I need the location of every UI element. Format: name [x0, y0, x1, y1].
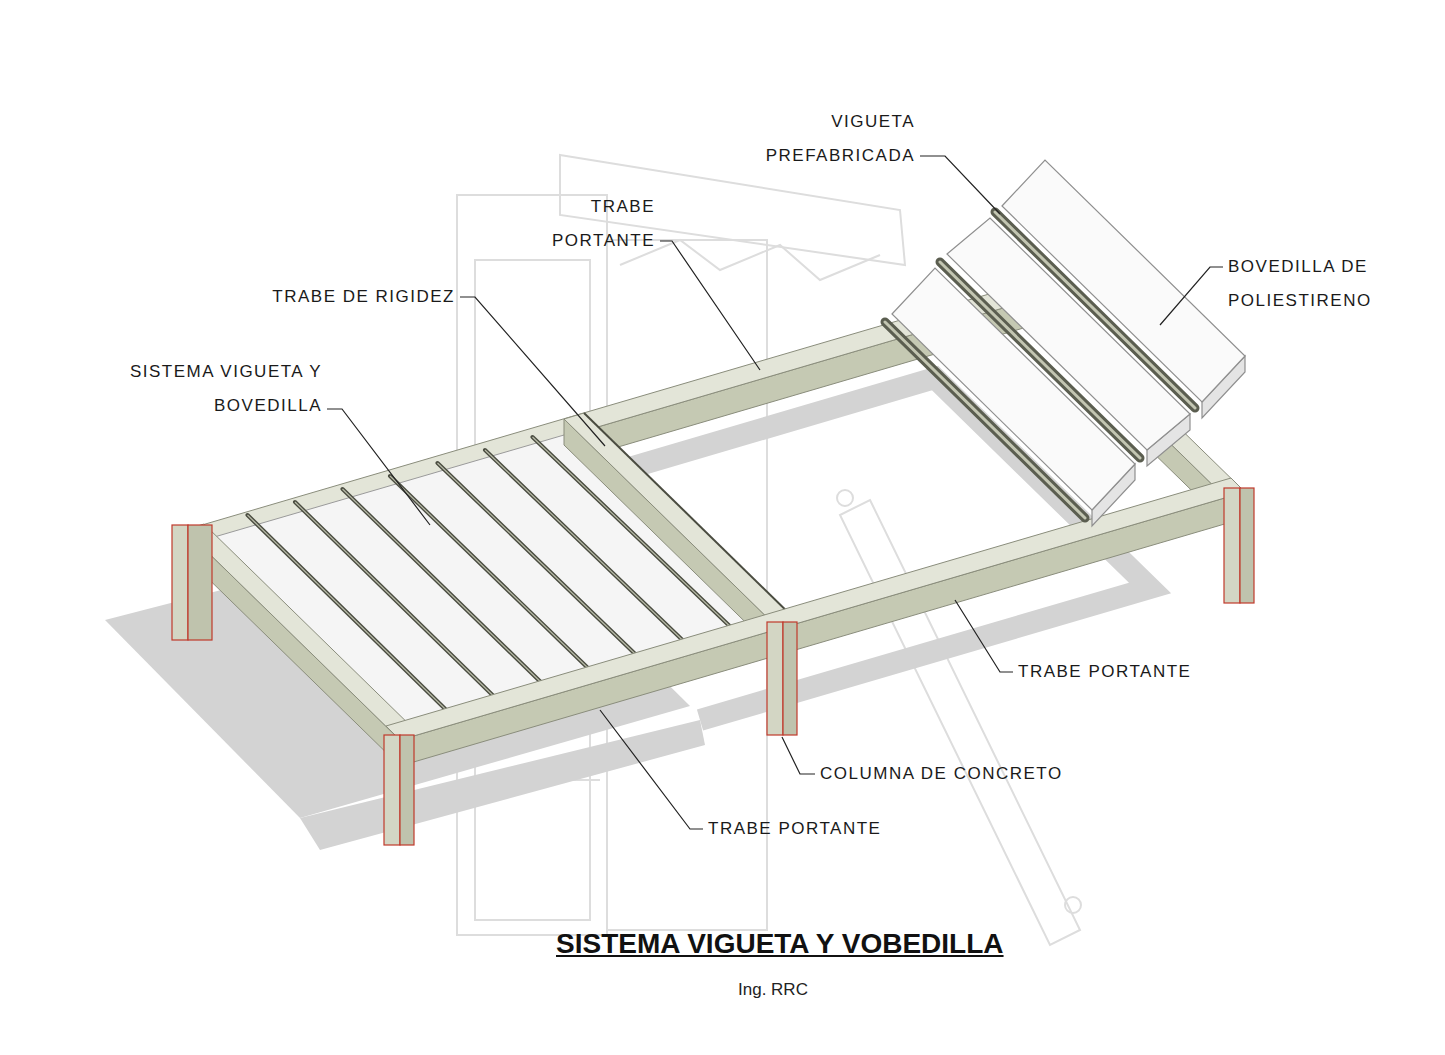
drawing-shape	[386, 478, 1245, 740]
drawing-shape	[955, 600, 1013, 672]
drawing-shape	[390, 476, 590, 670]
part-label: TRABE DE RIGIDEZ	[272, 280, 455, 314]
part-label: TRABE PORTANTE	[530, 190, 655, 258]
drawing-title: SISTEMA VIGUETA Y VOBEDILLA	[556, 928, 1004, 960]
drawing-shape	[995, 212, 1195, 408]
drawing-shape	[837, 490, 853, 506]
drawing-shape	[300, 720, 705, 850]
bovedilla-blocks	[892, 160, 1245, 526]
drawing-shape	[564, 413, 799, 629]
drawing-shape	[767, 622, 783, 735]
drawing-shape	[564, 419, 779, 655]
shadow	[105, 378, 1150, 850]
drawing-shape	[940, 262, 1140, 458]
drawing-shape	[1224, 488, 1240, 603]
part-label: TRABE PORTANTE	[1018, 655, 1191, 689]
drawing-shape	[485, 450, 685, 643]
vigueta-joists	[885, 212, 1195, 518]
drawing-shape	[384, 735, 400, 845]
drawing-shape	[660, 241, 760, 370]
author-caption: Ing. RRC	[738, 980, 808, 1000]
drawing-shape	[343, 489, 543, 684]
drawing-shape	[885, 322, 1085, 518]
leader-lines	[327, 156, 1223, 829]
part-label: BOVEDILLA DE POLIESTIRENO	[1228, 250, 1408, 318]
drawing-shape	[600, 710, 703, 829]
front-beam	[386, 478, 1245, 766]
drawing-shape	[390, 476, 590, 670]
part-label: COLUMNA DE CONCRETO	[820, 757, 1063, 791]
drawing-shape	[1160, 267, 1223, 325]
drawing-shape	[940, 262, 1140, 458]
drawing-shape	[885, 212, 1195, 518]
drawing-shape	[438, 463, 638, 656]
drawing-shape	[400, 492, 1245, 766]
drawing-shape	[185, 524, 419, 740]
concrete-columns	[172, 488, 1254, 845]
drawing-shape	[885, 322, 1085, 518]
drawing-shape	[782, 737, 815, 774]
drawing-shape	[343, 489, 543, 684]
drawing-shape	[327, 409, 430, 525]
drawing-shape	[1065, 897, 1081, 913]
drawing-shape	[1002, 160, 1245, 402]
left-beam	[185, 524, 419, 766]
drawing-shape	[188, 525, 212, 640]
drawing-shape	[920, 156, 1000, 214]
part-label: SISTEMA VIGUETA Y BOVEDILLA	[72, 355, 322, 423]
drawing-shape	[185, 530, 400, 766]
part-label: VIGUETA PREFABRICADA	[735, 105, 915, 173]
drawing-shape	[995, 212, 1195, 408]
drawing-shape	[620, 240, 880, 280]
drawing-shape	[885, 212, 1195, 518]
drawing-shape	[400, 735, 414, 845]
drawing-shape	[485, 450, 685, 643]
drawing-shape	[1240, 488, 1254, 603]
drawing-shape	[783, 622, 797, 735]
drawing-shape	[460, 297, 605, 446]
part-label: TRABE PORTANTE	[708, 812, 881, 846]
drawing-shape	[438, 463, 638, 656]
drawing-shape	[584, 413, 799, 623]
drawing-shape	[172, 525, 188, 640]
